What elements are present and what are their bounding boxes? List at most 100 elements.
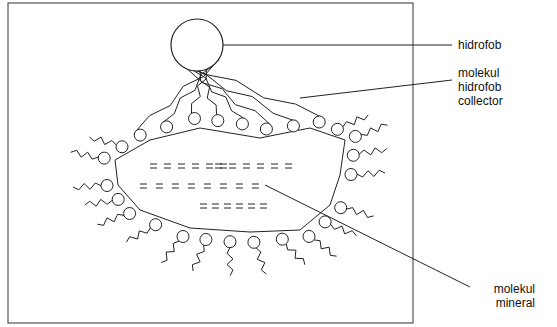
charge-mark [257,164,264,165]
polar-head [303,230,315,242]
polar-head [212,115,224,127]
polar-head [345,169,357,181]
polar-head [319,216,331,228]
polar-head [248,236,260,248]
hydrocarbon-tail [343,115,368,127]
charge-mark [229,168,236,169]
charge-mark [192,168,199,169]
polar-head [98,152,110,164]
charge-mark [243,168,250,169]
hydrocarbon-tail [90,137,117,145]
polar-head [112,193,124,205]
charge-mark [204,184,211,185]
polar-head [331,123,343,135]
hydrocarbon-tail [347,208,374,218]
leader-line [265,185,470,287]
charge-mark [200,208,207,209]
polar-head [134,129,146,141]
charge-mark [252,188,259,189]
hydrocarbon-tail [227,248,233,276]
polar-head [116,141,128,153]
polar-head [177,231,189,243]
charge-mark [172,184,179,185]
charge-mark [257,168,264,169]
charge-mark [156,188,163,189]
hydrocarbon-tail [181,65,298,122]
charge-mark [220,184,227,185]
polar-head [161,121,173,133]
polar-head [150,219,162,231]
polar-head [260,123,272,135]
charge-mark [192,164,199,165]
collector-label: molekul hidrofob collector [458,66,522,108]
charge-mark [212,204,219,205]
charge-mark [224,208,231,209]
hydrocarbon-tail [359,148,386,155]
polar-head [347,149,359,161]
charge-mark [164,164,171,165]
charge-mark [252,184,259,185]
charge-mark [140,184,147,185]
hydrocarbon-tail [97,214,124,225]
charge-mark [150,164,157,165]
hydrocarbon-tail [286,244,305,265]
frame [8,3,413,323]
charge-mark [243,164,250,165]
mineral-label: molekul mineral [475,282,535,310]
polar-head [349,130,361,142]
charge-mark [260,208,267,209]
polar-head [101,180,113,192]
charge-mark [172,188,179,189]
charge-mark [150,168,157,169]
hydrocarbon-tail [357,170,385,177]
polar-head [335,202,347,214]
hydrocarbon-tail [192,245,204,271]
charge-mark [248,204,255,205]
hydrocarbon-tail [85,199,113,206]
hydrocarbon-tail [192,69,207,113]
air-bubble [171,19,223,71]
hydrocarbon-tail [73,183,101,190]
hydrocarbon-tail [71,150,99,159]
charge-mark [248,208,255,209]
polar-head [313,116,325,128]
polar-head [276,233,288,245]
charge-mark [164,168,171,169]
charge-mark [206,168,213,169]
charge-mark [285,164,292,165]
polar-head [189,113,201,125]
charge-mark [271,164,278,165]
mineral-particle [115,128,345,232]
polar-head [236,118,248,130]
charge-marks [140,164,292,208]
charge-mark [156,184,163,185]
bubble-label: hidrofob [458,38,538,52]
hydrocarbon-tail [331,224,357,235]
charge-mark [178,164,185,165]
hydrocarbon-tail [161,241,179,263]
charge-mark [236,188,243,189]
leader-line [300,80,452,98]
polar-head [224,236,236,248]
polar-head [287,120,299,132]
collector-molecules [71,60,388,276]
charge-mark [236,208,243,209]
charge-mark [220,188,227,189]
hydrocarbon-tail [135,60,219,133]
charge-mark [188,184,195,185]
charge-mark [206,164,213,165]
charge-mark [271,168,278,169]
charge-mark [200,204,207,205]
charge-mark [188,188,195,189]
charge-mark [236,184,243,185]
charge-mark [229,164,236,165]
polar-head [124,208,136,220]
charge-mark [236,204,243,205]
charge-mark [212,208,219,209]
charge-mark [215,168,222,169]
charge-mark [178,168,185,169]
leader-line [223,45,452,46]
charge-mark [260,204,267,205]
hydrocarbon-tail [361,124,387,135]
hydrocarbon-tail [314,240,337,256]
